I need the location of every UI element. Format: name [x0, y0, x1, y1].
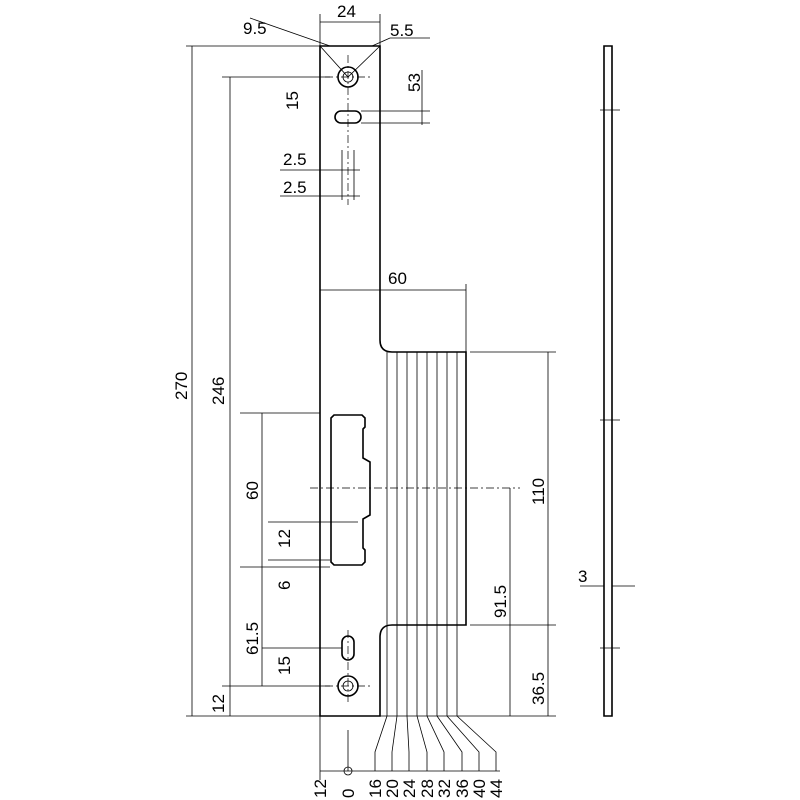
dim-latch-height: 12: [275, 529, 294, 548]
bend-line: [426, 352, 445, 771]
dim-total-length: 270: [172, 372, 191, 400]
bend-line: [406, 352, 410, 771]
bend-line: [416, 352, 428, 771]
dim-cutout-from-bottom: 61.5: [243, 622, 262, 655]
dim-hole-distance: 246: [209, 377, 228, 405]
dim-slot-width-a: 2.5: [283, 150, 307, 169]
dim-cutout-height: 60: [243, 481, 262, 500]
side-view-plate: [603, 45, 613, 717]
dim-lip-width: 60: [388, 269, 407, 288]
scale-label: 0: [339, 789, 358, 798]
plate-outline: [319, 45, 467, 717]
bend-line: [456, 352, 497, 771]
scale-label: 24: [400, 779, 419, 798]
lip-bend-lines: [374, 352, 497, 771]
scale-label: 36: [453, 779, 472, 798]
bend-line: [436, 352, 463, 771]
dim-bottom-slot-distance: 15: [275, 656, 294, 675]
scale-label: 32: [435, 779, 454, 798]
origin-mark: [343, 766, 353, 776]
bend-line: [374, 352, 388, 771]
dimension-lines: [186, 17, 556, 780]
bend-line: [446, 352, 480, 771]
top-chamfer-lines: [319, 14, 381, 78]
dim-slot-height: 53: [405, 73, 424, 92]
bend-line: [391, 352, 398, 771]
latch-cutout: [330, 414, 371, 566]
dim-lip-length: 110: [529, 478, 548, 505]
scale-label: 20: [383, 779, 402, 798]
dim-center-height: 91.5: [491, 585, 510, 618]
dim-bottom-hole-offset: 12: [209, 694, 228, 713]
dim-plate-width: 24: [337, 2, 356, 21]
dim-hole-spacing-top: 5.5: [390, 21, 414, 40]
scale-label: 12: [311, 779, 330, 798]
dim-top-slot-distance: 15: [283, 91, 302, 110]
dim-lip-from-bottom: 36.5: [529, 672, 548, 705]
dim-top-offset: 9.5: [243, 19, 267, 38]
scale-label: 16: [366, 779, 385, 798]
scale-label: 44: [487, 779, 506, 798]
scale-label: 40: [470, 779, 489, 798]
dim-thickness: 3: [578, 567, 587, 586]
dim-cutout-offset: 6: [275, 581, 294, 590]
dim-slot-width-b: 2.5: [283, 178, 307, 197]
scale-label: 28: [418, 779, 437, 798]
